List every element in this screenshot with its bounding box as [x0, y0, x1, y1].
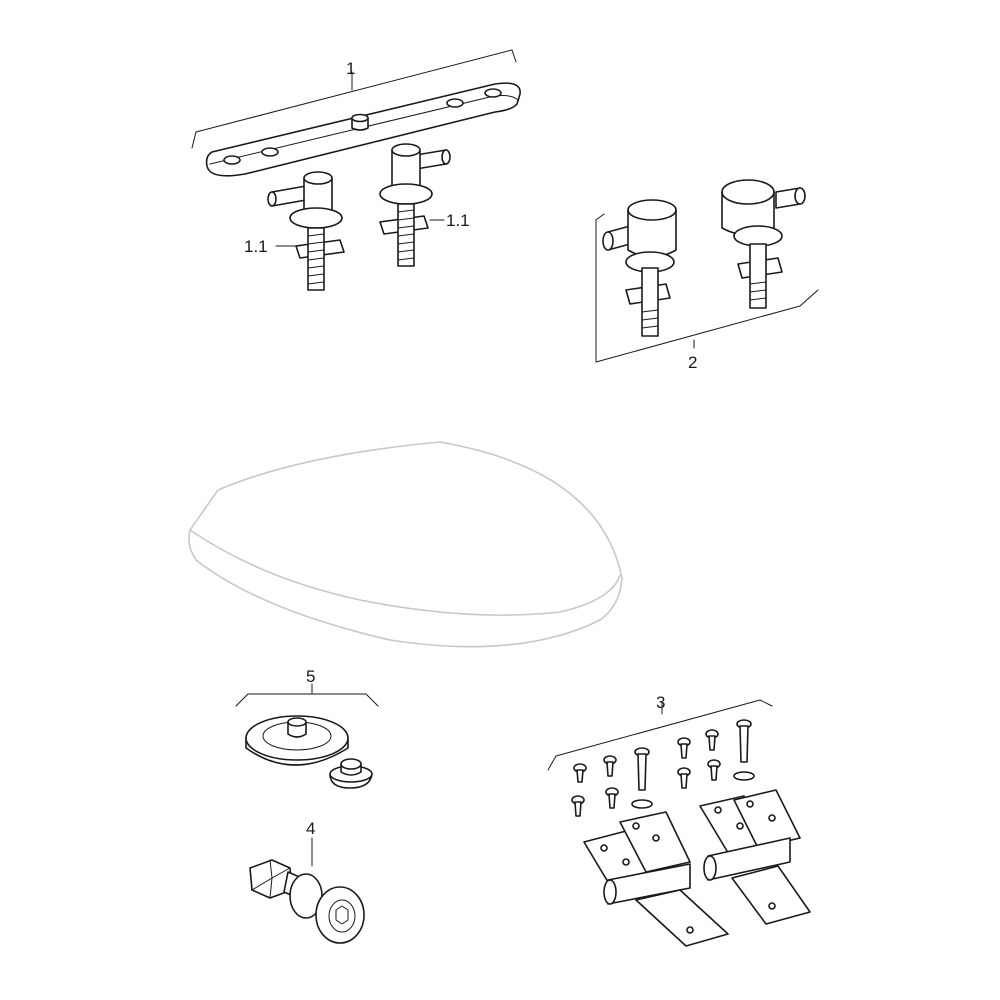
toilet-seat: [188, 441, 623, 648]
screw: [677, 767, 691, 789]
callout-part-3: 3: [656, 693, 665, 712]
part-2-assembly: [595, 179, 819, 363]
screw-set: [571, 719, 755, 817]
part-5-assembly: [235, 683, 379, 789]
part-2-left-bolt: [602, 199, 677, 337]
part-5-bracket: [235, 683, 379, 707]
screw-washer: [631, 799, 653, 809]
screw: [603, 755, 617, 777]
callout-part-1-1-right: 1.1: [446, 211, 470, 230]
screw: [707, 759, 721, 781]
screw: [634, 747, 650, 791]
left-hinge: [583, 811, 729, 947]
part-2-bracket: [595, 213, 819, 363]
callout-part-2: 2: [688, 353, 697, 372]
screw: [573, 763, 587, 783]
hex-socket-icon: [335, 905, 349, 925]
right-hinge: [699, 789, 811, 925]
right-hinge-bolt: [379, 143, 451, 267]
callout-part-1-1-left: 1.1: [244, 237, 268, 256]
screw: [736, 719, 752, 763]
left-hinge-bolt: [267, 171, 345, 291]
part-4-assembly: [249, 837, 365, 944]
screw: [605, 787, 619, 809]
mounting-plate: [205, 82, 521, 177]
part-3-assembly: [547, 699, 811, 947]
screw: [571, 795, 585, 817]
part-2-right-bolt: [721, 179, 806, 309]
callout-part-4: 4: [306, 819, 315, 838]
part-1-bracket: [191, 49, 517, 149]
buffer-washer: [329, 758, 373, 789]
callout-part-1: 1: [346, 59, 355, 78]
part-3-bracket: [547, 699, 773, 771]
screw: [705, 729, 719, 751]
callout-part-5: 5: [306, 667, 315, 686]
screw-washer: [733, 771, 755, 781]
screw: [677, 737, 691, 759]
part-1-assembly: [191, 49, 521, 291]
buffer-disc: [245, 715, 349, 766]
